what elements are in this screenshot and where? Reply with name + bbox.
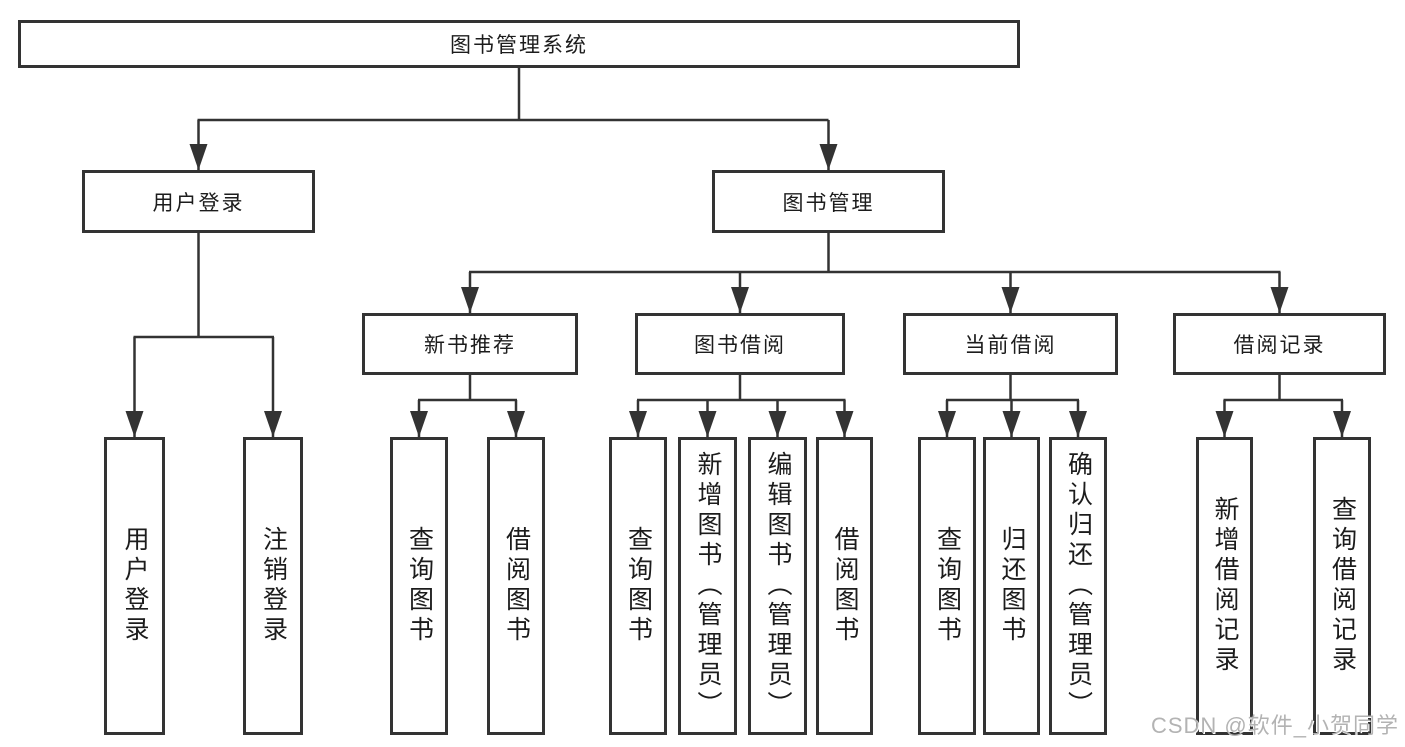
node-book-management: 图书管理 (712, 170, 945, 233)
node-library-management-system: 图书管理系统 (18, 20, 1020, 68)
csdn-watermark: CSDN @软件_小贺同学 (1150, 713, 1399, 738)
leaf-borrow-books-recommend: 借阅图书 (487, 437, 545, 735)
leaf-edit-book-admin: 编辑图书（管理员） (748, 437, 807, 735)
leaf-query-borrow-record: 查询借阅记录 (1313, 437, 1371, 735)
leaf-query-books-borrowing: 查询图书 (609, 437, 667, 735)
node-user-login: 用户登录 (82, 170, 315, 233)
leaf-return-books: 归还图书 (983, 437, 1040, 735)
leaf-query-books-current: 查询图书 (918, 437, 976, 735)
node-new-book-recommend: 新书推荐 (362, 313, 578, 375)
leaf-borrow-books-borrowing: 借阅图书 (816, 437, 873, 735)
node-current-borrowing: 当前借阅 (903, 313, 1118, 375)
leaf-add-borrow-record: 新增借阅记录 (1196, 437, 1253, 735)
leaf-user-login: 用户登录 (104, 437, 165, 735)
leaf-add-book-admin: 新增图书（管理员） (678, 437, 737, 735)
node-book-borrowing: 图书借阅 (635, 313, 845, 375)
node-borrowing-records: 借阅记录 (1173, 313, 1386, 375)
leaf-confirm-return-admin: 确认归还（管理员） (1049, 437, 1107, 735)
leaf-logout: 注销登录 (243, 437, 303, 735)
leaf-query-books-recommend: 查询图书 (390, 437, 448, 735)
